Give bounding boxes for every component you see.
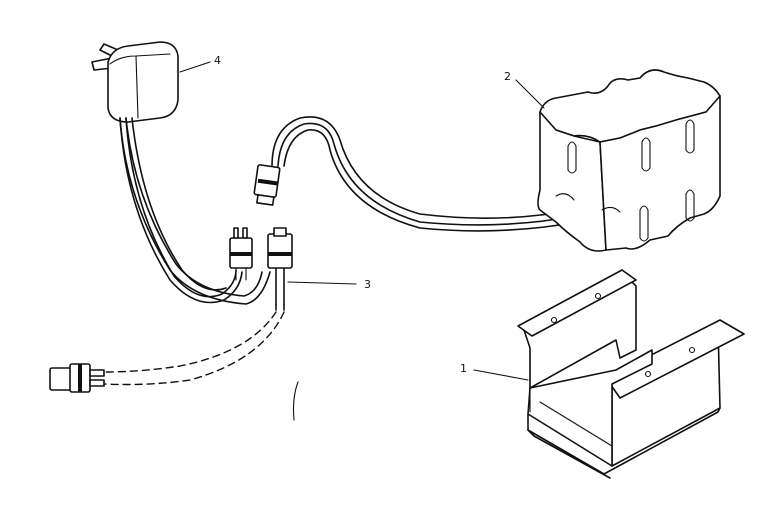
callout-3: 3 (287, 278, 371, 291)
callout-label-1: 1 (460, 362, 467, 375)
callout-label-2: 2 (504, 70, 511, 83)
connector-pair (229, 227, 293, 311)
mounting-bracket (517, 269, 745, 479)
stray-mark (292, 381, 299, 421)
callout-2: 2 (504, 70, 545, 109)
callout-label-4: 4 (214, 54, 221, 67)
dashed-lead (103, 311, 285, 386)
wall-plug-adapter (91, 41, 179, 123)
battery-pack (537, 69, 721, 252)
plug-cord (119, 117, 271, 305)
callout-4: 4 (179, 54, 221, 73)
battery-cable (271, 116, 579, 232)
callout-1: 1 (460, 362, 529, 381)
callout-label-3: 3 (364, 278, 371, 291)
end-plug (49, 363, 105, 393)
battery-lead-connector (253, 164, 281, 206)
